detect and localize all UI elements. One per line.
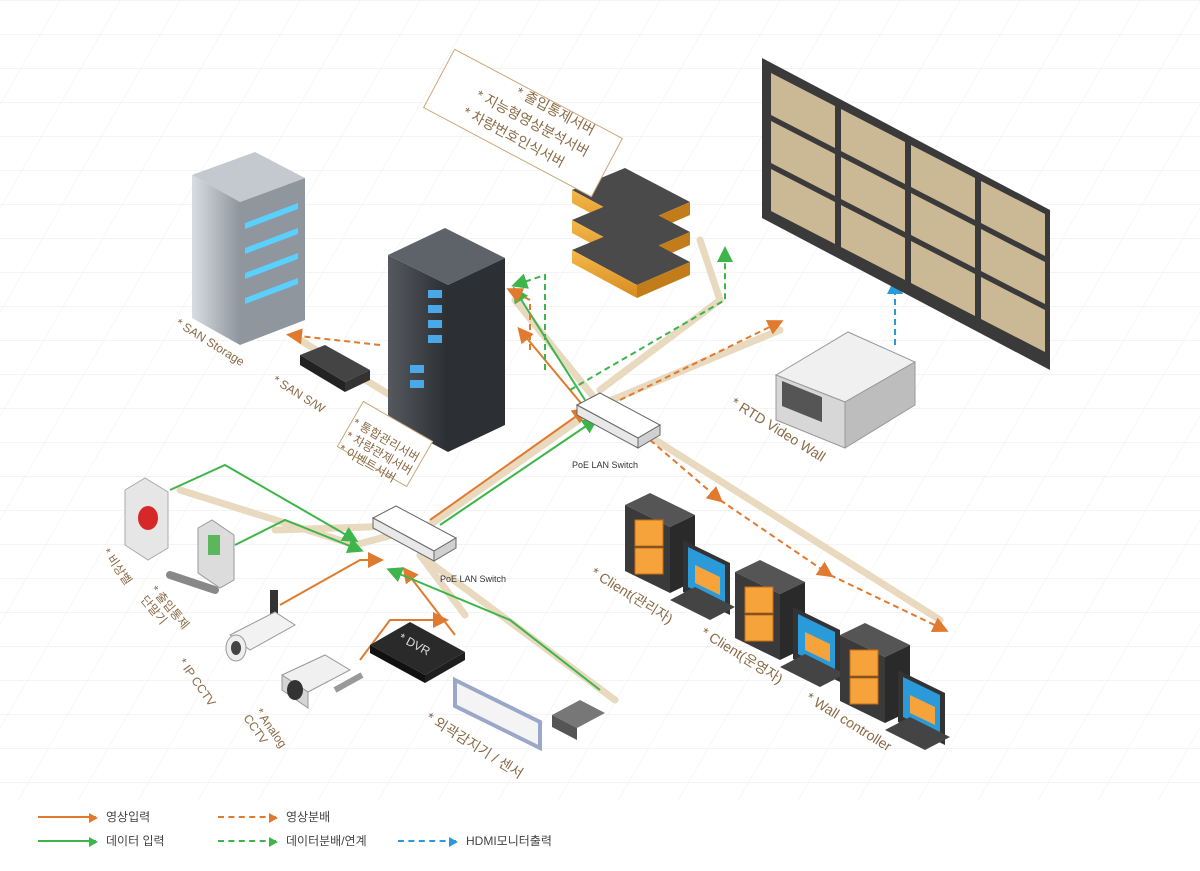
video-distribution-links xyxy=(286,288,949,633)
video-wall-panel xyxy=(841,157,905,232)
video-wall-panel xyxy=(771,121,835,196)
ip-camera-icon xyxy=(225,590,296,662)
door-lock-terminal-icon xyxy=(166,519,235,594)
data-input-links xyxy=(169,286,601,691)
san-storage-icon xyxy=(192,152,305,345)
video-wall-panel xyxy=(981,181,1045,256)
video-wall-panel xyxy=(841,109,905,184)
poe-switch-top-icon xyxy=(575,392,662,449)
video-wall-panel xyxy=(911,241,975,316)
video-wall-panel xyxy=(911,145,975,220)
server-rack-label: * 통합관리서버 * 차량관제서버 * 이벤트서버 xyxy=(337,400,434,488)
video-wall-panel xyxy=(771,169,835,244)
video-wall-panel xyxy=(771,73,835,148)
dvr-icon xyxy=(370,622,465,683)
legend-video-distribution: 영상분배 xyxy=(218,808,330,825)
legend: 영상입력 데이터 입력 영상분배 데이터분배/연계 HDMI모니터출력 xyxy=(38,808,558,858)
client-workstation-icon xyxy=(625,493,735,620)
server-rack-icon xyxy=(388,228,505,452)
emergency-bell-icon xyxy=(124,477,169,561)
poe-switch-top-label: PoE LAN Switch xyxy=(572,460,638,470)
client-workstation-icon xyxy=(840,623,950,750)
client-group xyxy=(625,493,950,750)
server-stack-icon xyxy=(572,168,690,298)
rtd-controller-icon xyxy=(774,331,917,449)
data-distribution-links xyxy=(511,246,733,391)
client-workstation-icon xyxy=(735,560,845,687)
legend-data-distribution: 데이터분배/연계 xyxy=(218,832,367,849)
video-wall-panel xyxy=(841,205,905,280)
poe-switch-bottom-icon xyxy=(371,505,458,562)
legend-hdmi-output: HDMI모니터출력 xyxy=(398,832,552,849)
video-wall-panel xyxy=(981,229,1045,304)
san-switch-icon xyxy=(300,345,370,392)
analog-camera-icon xyxy=(280,654,364,709)
poe-switch-bottom-label: PoE LAN Switch xyxy=(440,574,506,584)
legend-data-input: 데이터 입력 xyxy=(38,832,165,849)
perimeter-sensor-icon xyxy=(453,676,605,752)
video-wall-icon xyxy=(762,58,1050,370)
legend-video-input: 영상입력 xyxy=(38,808,150,825)
video-wall-panel xyxy=(981,277,1045,352)
video-wall-panel xyxy=(911,193,975,268)
